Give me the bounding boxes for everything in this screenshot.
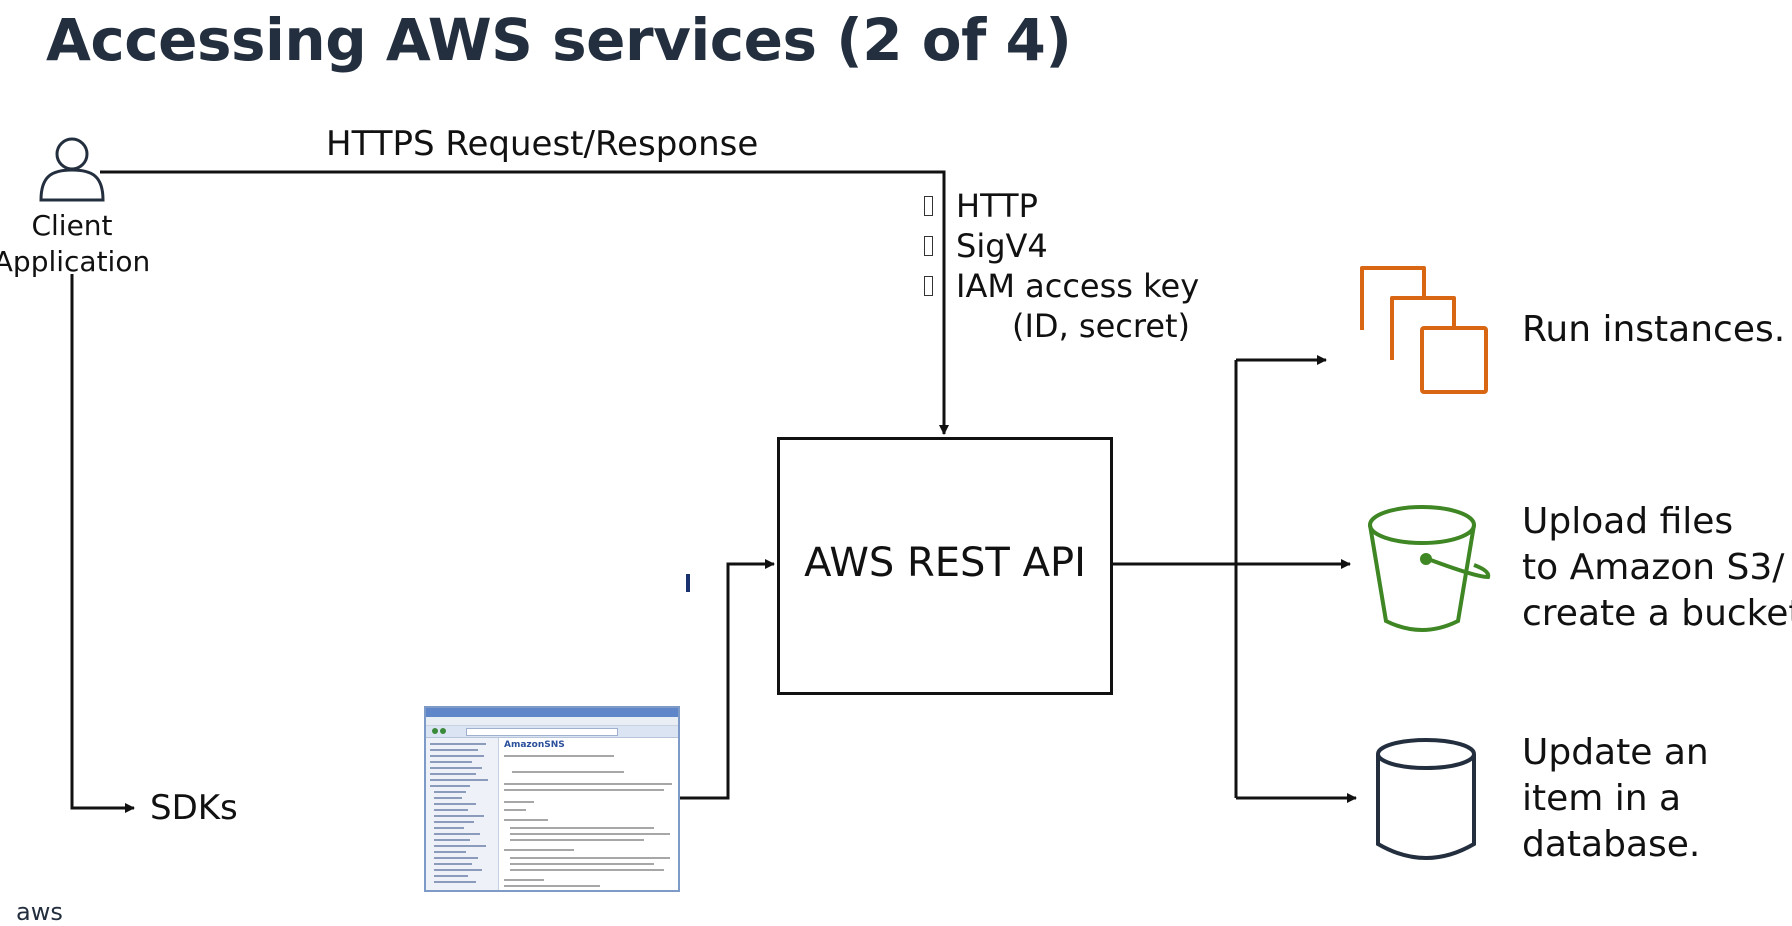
bullet-continuation: (ID, secret) — [1012, 307, 1191, 345]
https-request-line — [100, 170, 949, 435]
https-request-label: HTTPS Request/Response — [326, 124, 759, 164]
doc-content: AmazonSNS — [504, 740, 674, 890]
output-upload-files: Upload files to Amazon S3/ create a buck… — [1522, 499, 1792, 637]
s3-bucket-icon — [1368, 505, 1491, 632]
slide-title: Accessing AWS services (2 of 4) — [46, 6, 1072, 74]
forward-icon — [440, 728, 446, 734]
aws-rest-api-label: AWS REST API — [804, 540, 1086, 586]
bullet-http: HTTP — [924, 186, 1199, 226]
bullet-marker — [924, 236, 933, 256]
client-application-label: Client Application — [0, 208, 156, 280]
output-line: Update an — [1522, 732, 1709, 773]
output-line: database. — [1522, 824, 1701, 865]
doc-menubar — [426, 717, 678, 726]
aws-logo: aws — [16, 898, 63, 926]
client-label-line2: Application — [0, 245, 151, 278]
output-line: Upload files — [1522, 501, 1734, 542]
request-details-list: HTTP SigV4 IAM access key (ID, secret) — [924, 186, 1199, 346]
doc-nav-lines — [430, 743, 488, 883]
output-run-instances: Run instances. — [1522, 307, 1785, 353]
bullet-marker — [924, 276, 933, 296]
output-line: to Amazon S3/ — [1522, 547, 1785, 588]
doc-nav-pane — [426, 738, 499, 890]
doc-heading: AmazonSNS — [504, 740, 565, 750]
user-icon — [39, 137, 105, 202]
output-line: create a bucket. — [1522, 593, 1792, 634]
bullet-marker — [924, 196, 933, 216]
tick-mark — [686, 574, 690, 592]
doc-text-lines — [504, 755, 672, 887]
client-to-sdk-line — [70, 274, 135, 813]
s3-bucket-dot — [1420, 553, 1432, 565]
output-update-item: Update an item in a database. — [1522, 730, 1709, 868]
output-line: item in a — [1522, 778, 1682, 819]
database-icon — [1376, 738, 1476, 860]
aws-rest-api-box — [777, 437, 1113, 695]
output-line: Run instances. — [1522, 309, 1786, 350]
doc-toolbar — [426, 726, 678, 738]
ec2-instances-icon — [1360, 266, 1488, 394]
address-bar — [466, 728, 618, 736]
sdk-docs-screenshot: AmazonSNS — [424, 706, 680, 892]
sdk-to-api-line — [680, 559, 775, 800]
doc-titlebar — [426, 708, 678, 717]
bullet-sigv4: SigV4 — [924, 226, 1199, 266]
back-icon — [432, 728, 438, 734]
bullet-iam-key: IAM access key — [924, 266, 1199, 306]
client-label-line1: Client — [31, 209, 113, 242]
sdks-label: SDKs — [150, 788, 238, 828]
